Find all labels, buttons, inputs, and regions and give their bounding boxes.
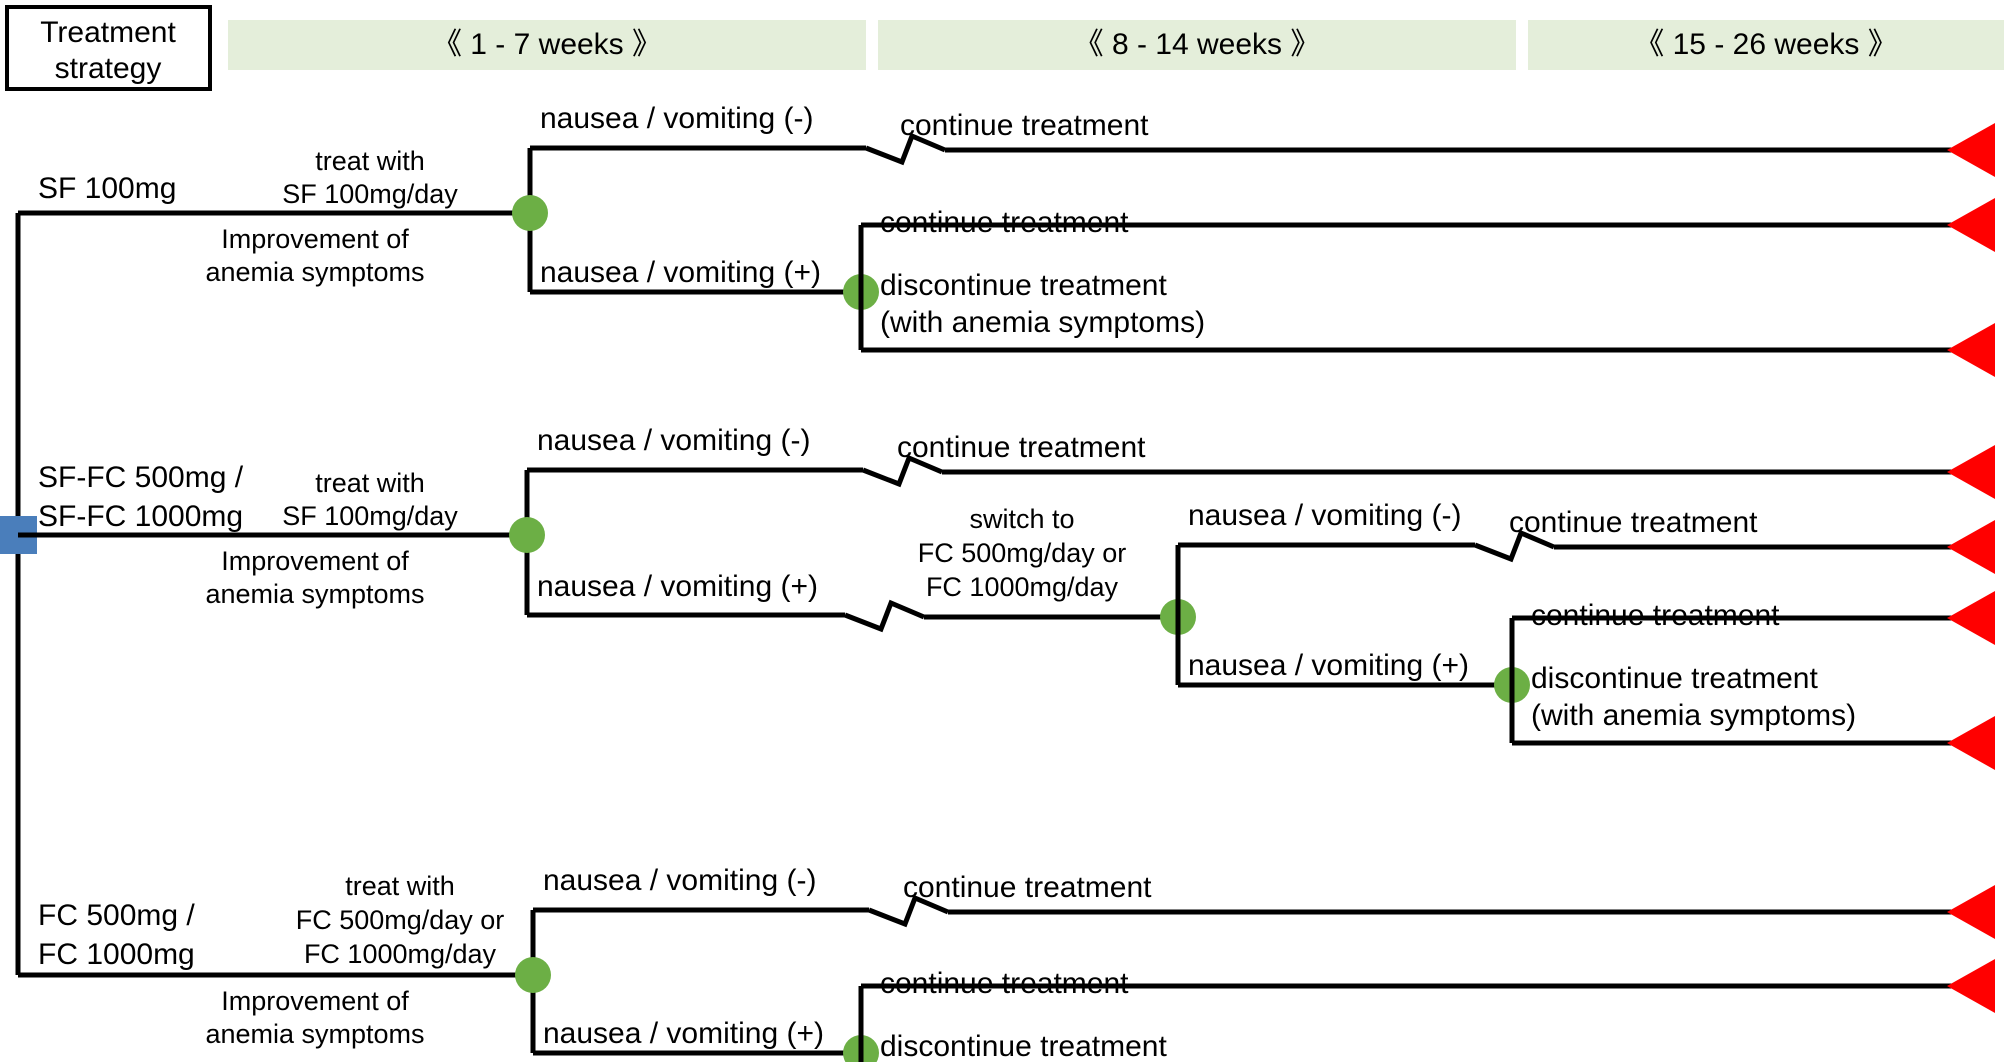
arm3-result-continue-1: continue treatment [903, 871, 1152, 904]
arm2-condition-negative: nausea / vomiting (-) [537, 424, 810, 457]
arm2-name-line1: SF-FC 500mg / [38, 461, 244, 494]
arm2-terminal-arrow-2 [1947, 520, 1995, 574]
arm2-sub-neg-break [1474, 529, 1555, 563]
arm1-treatment-line2: SF 100mg/day [282, 179, 458, 209]
arm3-name-line2: FC 1000mg [38, 938, 195, 971]
arm1-name-label: SF 100mg [38, 172, 176, 205]
arm2-improvement-line2: anemia symptoms [205, 579, 424, 609]
arm3-treatment-line3: FC 1000mg/day [304, 939, 497, 969]
arm1-improvement-line2: anemia symptoms [205, 257, 424, 287]
phase-bar-3 [1528, 20, 2004, 70]
arm1-terminal-arrow-1 [1947, 123, 1995, 177]
arm3-condition-positive: nausea / vomiting (+) [543, 1017, 824, 1050]
arm2-terminal-arrow-1 [1947, 445, 1995, 499]
title-box [5, 5, 212, 91]
arm1-result-continue-1: continue treatment [900, 109, 1149, 142]
arm3-condition-negative: nausea / vomiting (-) [543, 864, 816, 897]
arm1-branch-neg-break [865, 132, 946, 166]
arm3-result-discontinue-line1: discontinue treatment [880, 1030, 1167, 1062]
arm2-sub-result-discontinue-line1: discontinue treatment [1531, 662, 1818, 695]
arm2-sub-result-discontinue-line2: (with anemia symptoms) [1531, 699, 1856, 732]
title-box-line1: Treatment [40, 16, 176, 49]
arm2-name-line2: SF-FC 1000mg [38, 500, 243, 533]
arm2-treatment-line2: SF 100mg/day [282, 501, 458, 531]
arm2-decision-node [509, 517, 545, 553]
arm-sf-100: SF 100mg treat with SF 100mg/day Improve… [18, 102, 1995, 377]
arm2-terminal-arrow-4 [1947, 716, 1995, 770]
arm2-branch-pos-break [844, 599, 925, 633]
arm2-sub-condition-positive: nausea / vomiting (+) [1188, 649, 1469, 682]
arm3-improvement-line2: anemia symptoms [205, 1019, 424, 1049]
arm3-treatment-line2: FC 500mg/day or [296, 905, 505, 935]
arm2-switch-line3: FC 1000mg/day [926, 572, 1119, 602]
arm1-terminal-arrow-3 [1947, 323, 1995, 377]
arm3-improvement-line1: Improvement of [221, 986, 409, 1016]
arm2-branch-neg-break [862, 454, 943, 488]
arm3-treatment-line1: treat with [345, 871, 455, 901]
title-box-line2: strategy [55, 52, 162, 85]
arm3-result-continue-2: continue treatment [880, 967, 1129, 1000]
arm2-sub-condition-negative: nausea / vomiting (-) [1188, 499, 1461, 532]
header-row: Treatment strategy 《 1 - 7 weeks 》 《 8 -… [5, 5, 2004, 91]
arm2-treatment-line1: treat with [315, 468, 425, 498]
arm1-improvement-line1: Improvement of [221, 224, 409, 254]
arm2-sub-result-continue-2: continue treatment [1531, 599, 1780, 632]
arm1-result-discontinue-line1: discontinue treatment [880, 269, 1167, 302]
arm2-condition-positive: nausea / vomiting (+) [537, 570, 818, 603]
arm1-terminal-arrow-2 [1947, 198, 1995, 252]
arm2-terminal-arrow-3 [1947, 591, 1995, 645]
arm2-improvement-line1: Improvement of [221, 546, 409, 576]
arm1-result-continue-2: continue treatment [880, 206, 1129, 239]
arm1-decision-node [512, 195, 548, 231]
arm1-condition-negative: nausea / vomiting (-) [540, 102, 813, 135]
arm1-treatment-line1: treat with [315, 146, 425, 176]
phase-label-2: 《 8 - 14 weeks 》 [1074, 28, 1321, 61]
arm3-terminal-arrow-1 [1947, 885, 1995, 939]
arm3-terminal-arrow-2 [1947, 959, 1995, 1013]
arm1-condition-positive: nausea / vomiting (+) [540, 256, 821, 289]
root-trunk [0, 213, 37, 975]
arm2-sub-result-continue-1: continue treatment [1509, 506, 1758, 539]
arm2-switch-line1: switch to [969, 504, 1074, 534]
arm1-result-discontinue-line2: (with anemia symptoms) [880, 306, 1205, 339]
arm3-branch-neg-break [868, 894, 949, 928]
phase-bar-2 [878, 20, 1516, 70]
phase-label-3: 《 15 - 26 weeks 》 [1634, 28, 1897, 61]
phase-bar-1 [228, 20, 866, 70]
phase-label-1: 《 1 - 7 weeks 》 [432, 28, 662, 61]
arm-sf-fc: SF-FC 500mg / SF-FC 1000mg treat with SF… [18, 424, 1995, 770]
arm3-name-line1: FC 500mg / [38, 899, 195, 932]
arm3-decision-node [515, 957, 551, 993]
arm2-switch-line2: FC 500mg/day or [918, 538, 1127, 568]
arm2-result-continue-1: continue treatment [897, 431, 1146, 464]
arm-fc: FC 500mg / FC 1000mg treat with FC 500mg… [18, 864, 1995, 1062]
